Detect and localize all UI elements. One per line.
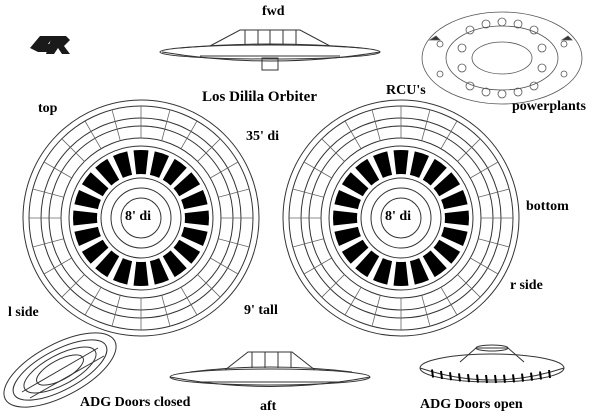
adg-block xyxy=(441,226,468,246)
adg-block xyxy=(81,172,109,197)
adg-block xyxy=(173,239,201,264)
adg-block xyxy=(162,158,187,186)
adg-block xyxy=(149,151,169,178)
r-side-label: r side xyxy=(510,278,543,293)
rcus-label: RCU's xyxy=(386,83,426,98)
top-view-disc xyxy=(22,99,260,337)
adg-block xyxy=(433,172,461,197)
adg-block xyxy=(422,158,447,186)
adg-block xyxy=(133,150,149,175)
aft-side-view xyxy=(169,351,371,387)
adg-block xyxy=(334,226,361,246)
adg-block xyxy=(81,239,109,264)
adg-block xyxy=(355,158,380,186)
adg-block xyxy=(184,210,209,226)
bottom-label: bottom xyxy=(526,199,569,214)
top-label: top xyxy=(38,101,58,116)
adg-closed-perspective xyxy=(3,332,117,408)
l-side-label: l side xyxy=(8,305,39,320)
powerplant-schematic xyxy=(421,11,583,105)
adg-closed-label: ADG Doors closed xyxy=(80,395,191,410)
adg-block xyxy=(409,151,429,178)
powerplants-label: powerplants xyxy=(512,99,586,114)
adg-block xyxy=(95,250,120,278)
inner-diameter-right-label: 8' di xyxy=(384,209,413,224)
adg-block xyxy=(409,258,429,285)
adg-block xyxy=(181,226,208,246)
adg-block xyxy=(444,210,469,226)
adg-block xyxy=(113,258,133,285)
adg-block xyxy=(95,158,120,186)
adg-block xyxy=(341,172,369,197)
aft-label: aft xyxy=(260,399,277,414)
adg-open-perspective xyxy=(419,344,565,384)
adg-block xyxy=(393,261,409,287)
adg-block xyxy=(355,250,380,278)
adg-open-label: ADG Doors open xyxy=(420,397,523,412)
adg-block xyxy=(73,210,98,226)
inner-diameter-left-label: 8' di xyxy=(124,209,153,224)
diagram-title: Los Dilila Orbiter xyxy=(202,89,317,105)
adg-block xyxy=(373,151,393,178)
br-logo xyxy=(30,36,70,54)
fwd-label: fwd xyxy=(262,4,285,19)
fwd-side-view xyxy=(159,29,381,71)
adg-block xyxy=(133,261,149,287)
adg-block xyxy=(334,190,361,210)
adg-block xyxy=(333,210,358,226)
adg-block xyxy=(74,226,101,246)
adg-block xyxy=(181,190,208,210)
adg-block xyxy=(393,150,409,175)
adg-block xyxy=(162,250,187,278)
bottom-view-disc xyxy=(282,99,520,337)
adg-block xyxy=(149,258,169,285)
adg-block xyxy=(113,151,133,178)
height-label: 9' tall xyxy=(244,303,278,318)
adg-block xyxy=(341,239,369,264)
adg-block xyxy=(422,250,447,278)
outer-diameter-label: 35' di xyxy=(246,129,280,144)
adg-block xyxy=(441,190,468,210)
adg-block xyxy=(433,239,461,264)
adg-block xyxy=(173,172,201,197)
adg-block xyxy=(373,258,393,285)
adg-block xyxy=(74,190,101,210)
